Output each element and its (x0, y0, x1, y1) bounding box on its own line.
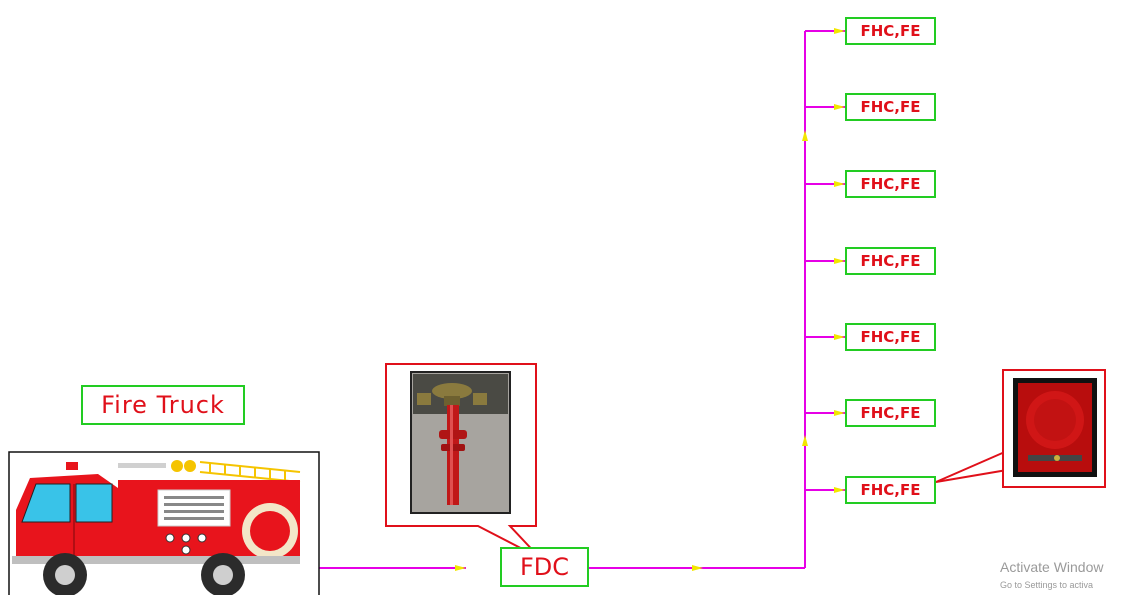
fhc-fe-label: FHC,FE (845, 323, 936, 351)
fdc-photo-callout (386, 364, 540, 558)
activation-watermark-title: Activate Window (1000, 559, 1103, 575)
fhc-cabinet-photo (1013, 378, 1097, 477)
fire-truck-illustration (9, 452, 319, 595)
fhc-fe-label: FHC,FE (845, 476, 936, 504)
fhc-fe-label: FHC,FE (845, 399, 936, 427)
fhc-fe-label: FHC,FE (845, 247, 936, 275)
fire-truck-label: Fire Truck (81, 385, 245, 425)
fhc-fe-label: FHC,FE (845, 17, 936, 45)
fhc-photo-callout (936, 370, 1105, 487)
fhc-fe-label: FHC,FE (845, 93, 936, 121)
fdc-label: FDC (500, 547, 589, 587)
flow-arrow-icon (834, 410, 845, 416)
fhc-fe-label: FHC,FE (845, 170, 936, 198)
flow-arrow-icon (834, 181, 845, 187)
flow-arrow-icon (834, 487, 845, 493)
fdc-photo (411, 372, 510, 513)
flow-arrow-icon (834, 28, 845, 34)
flow-arrow-icon (802, 130, 808, 141)
flow-arrow-icon (692, 565, 703, 571)
flow-arrow-icon (834, 104, 845, 110)
flow-arrow-icon (834, 334, 845, 340)
flow-arrow-icon (455, 565, 466, 571)
activation-watermark-subtitle: Go to Settings to activa (1000, 580, 1093, 590)
flow-arrow-icon (834, 258, 845, 264)
flow-arrow-icon (802, 435, 808, 446)
